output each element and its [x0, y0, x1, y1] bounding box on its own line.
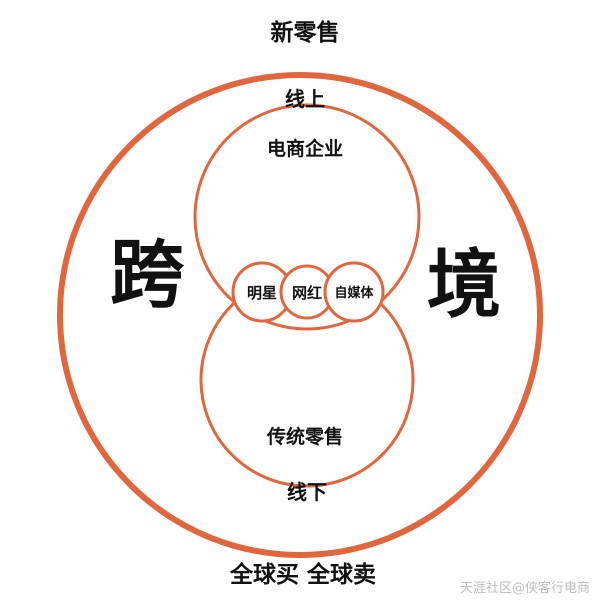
- online-label: 线上: [285, 87, 325, 111]
- online-circle: [193, 103, 421, 331]
- title-label: 新零售: [271, 19, 340, 46]
- channel-label-3: 自媒体: [334, 285, 374, 301]
- channel-label-1: 明星: [247, 284, 277, 302]
- watermark-text: 天涯社区@侠客行电商: [460, 580, 590, 596]
- offline-label: 线下: [287, 480, 327, 504]
- outer-circle: [57, 72, 543, 558]
- big-right-character: 境: [427, 242, 501, 328]
- channel-circle-3: [323, 261, 385, 323]
- big-left-character: 跨: [110, 232, 185, 318]
- offline-inner-label: 传统零售: [266, 425, 343, 448]
- footer-label: 全球买 全球卖: [229, 561, 376, 588]
- online-inner-label: 电商企业: [267, 137, 343, 160]
- channel-label-2: 网红: [292, 284, 322, 302]
